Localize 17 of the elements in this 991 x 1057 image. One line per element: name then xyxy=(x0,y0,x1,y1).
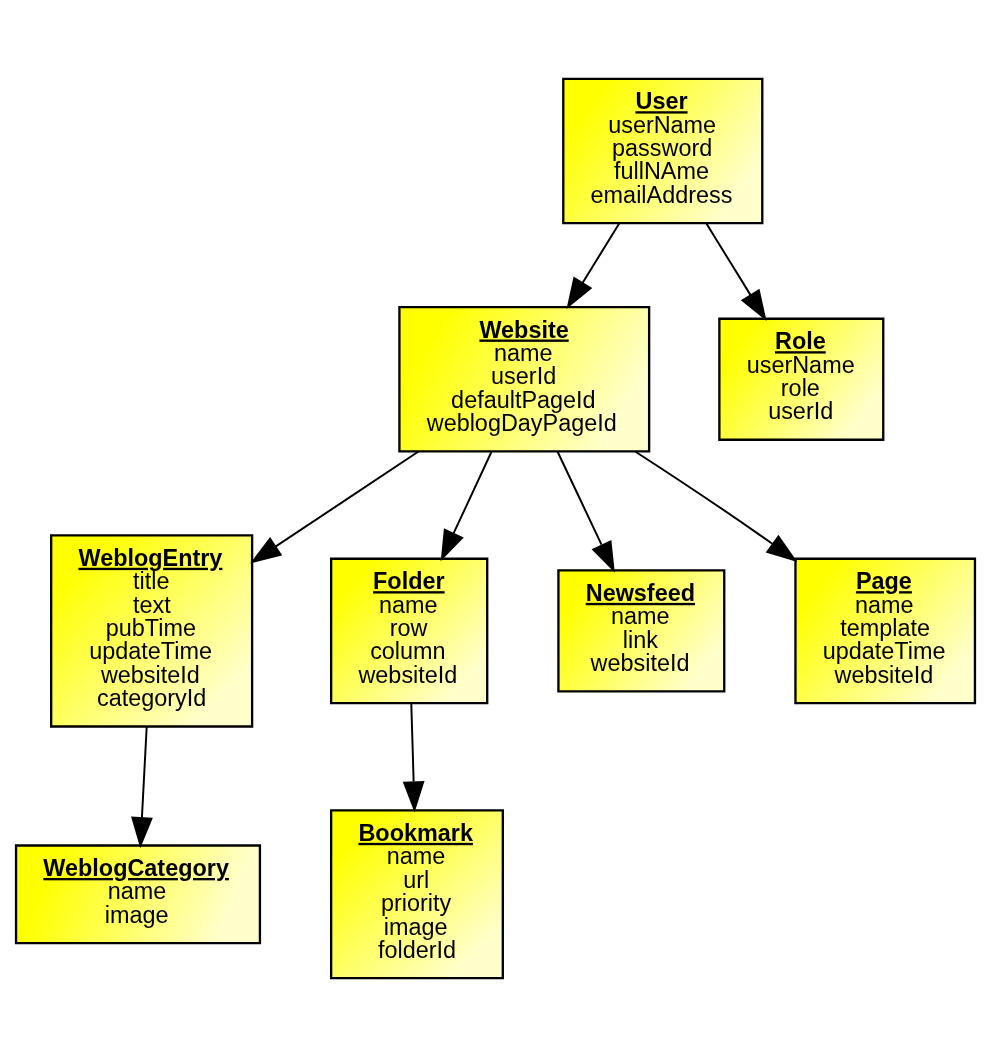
node-box: User userName password fullNAme emailAddress xyxy=(562,77,764,225)
node-box: Page name template updateTime websiteId xyxy=(794,557,977,705)
arrow xyxy=(440,450,493,562)
arrow xyxy=(556,450,615,573)
arrow xyxy=(634,450,798,562)
arrow xyxy=(705,222,767,321)
arrow xyxy=(402,702,425,813)
node-box: Folder name row column websiteId xyxy=(329,557,489,705)
node-box: WeblogEntry title text pubTime updateTime websiteId categoryId xyxy=(50,534,254,728)
arrow xyxy=(131,725,153,849)
node-box: WeblogCategory name image xyxy=(14,844,262,945)
node-box: Website name userId defaultPageId weblogDayPageId xyxy=(398,305,651,453)
node-box: Newsfeed name link websiteId xyxy=(557,569,726,693)
node-box: Role userName role userId xyxy=(718,317,885,441)
arrow xyxy=(250,450,420,564)
node-box: Bookmark name url priority image folderId xyxy=(329,809,504,980)
arrow xyxy=(566,222,621,309)
